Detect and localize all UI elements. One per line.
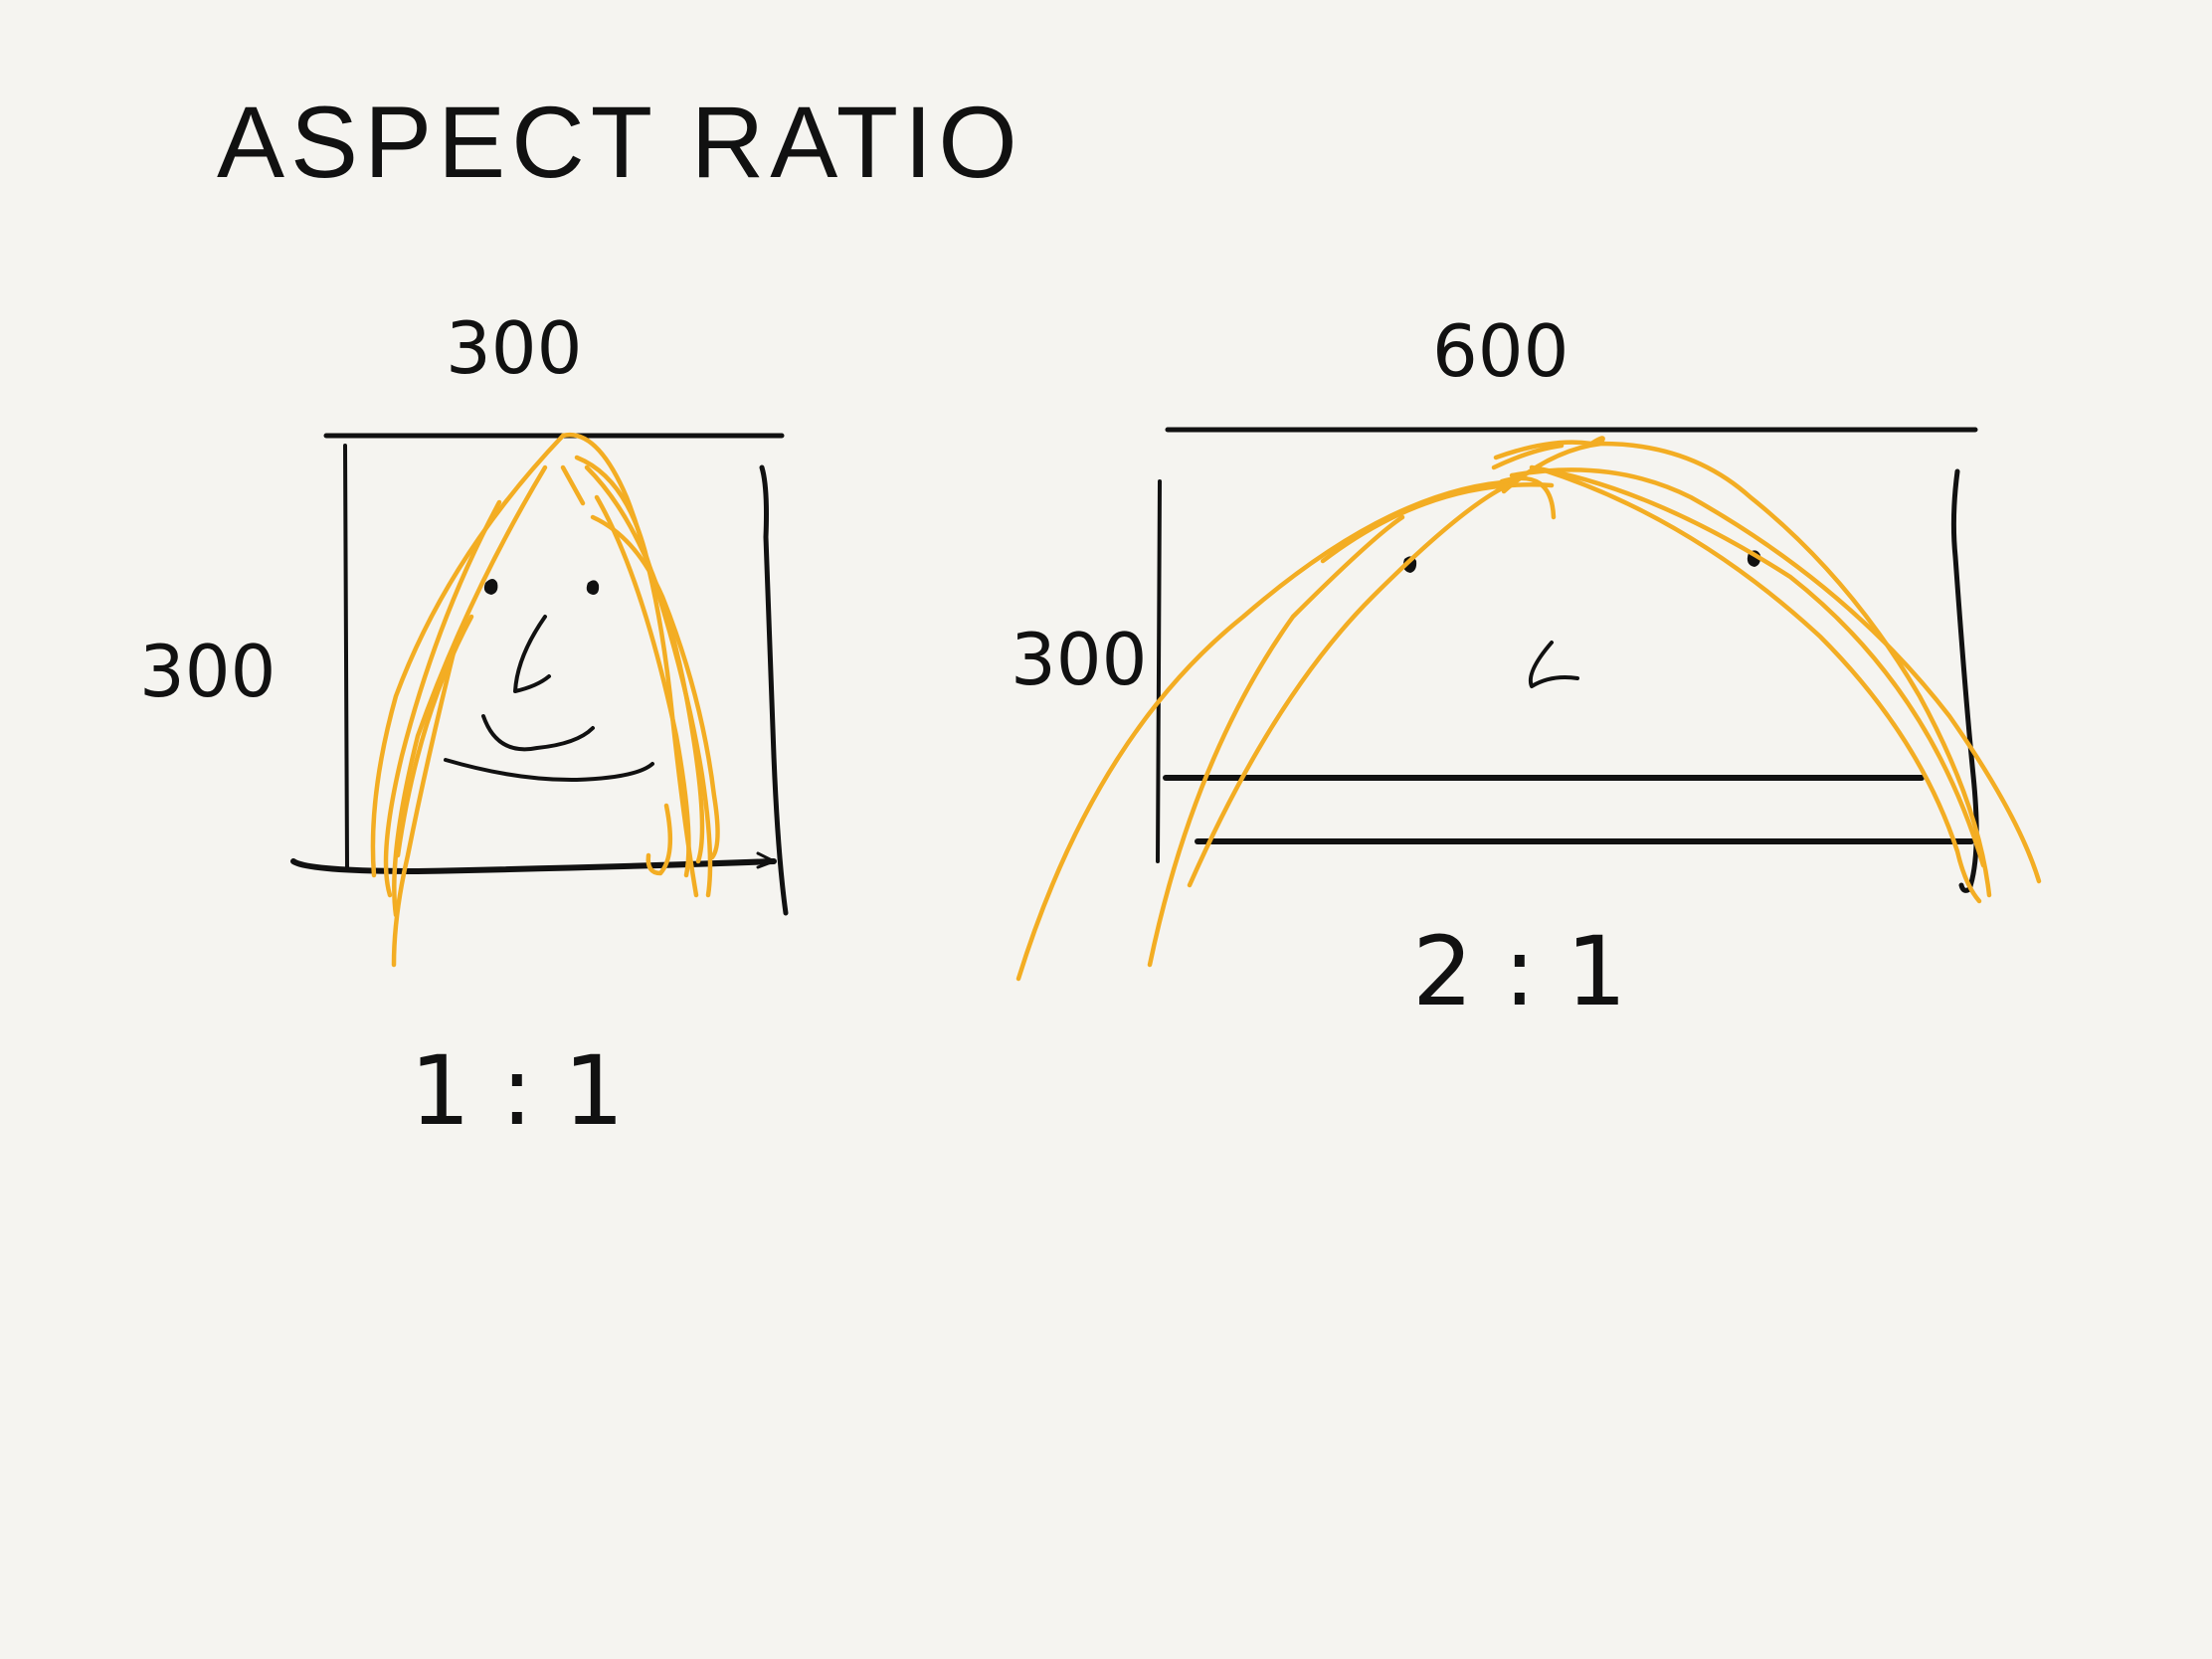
square-right-eye [586,580,600,595]
wide-height-label: 300 [1011,618,1147,701]
square-left-edge [343,444,349,869]
wide-figure: 600 300 [1011,309,2042,1027]
square-height-label: 300 [139,630,276,713]
wide-hair-strokes [1015,436,2042,982]
square-smile [481,714,595,752]
square-left-eye [483,579,498,595]
wide-ratio-label: 2 : 1 [1412,916,1627,1027]
square-bottom-edge [290,858,777,874]
square-hair-strokes [370,432,720,968]
wide-width-label: 600 [1432,309,1568,393]
wide-left-edge [1156,479,1162,863]
square-bottom-tick [756,851,776,869]
square-width-label: 300 [446,306,582,390]
wide-nose [1529,641,1579,688]
square-figure: 300 300 [139,306,789,1147]
square-right-edge [759,464,789,916]
square-chin-line [444,758,654,783]
page-title: ASPECT RATIO [217,86,1023,199]
square-ratio-label: 1 : 1 [410,1035,625,1147]
square-nose [513,615,551,693]
